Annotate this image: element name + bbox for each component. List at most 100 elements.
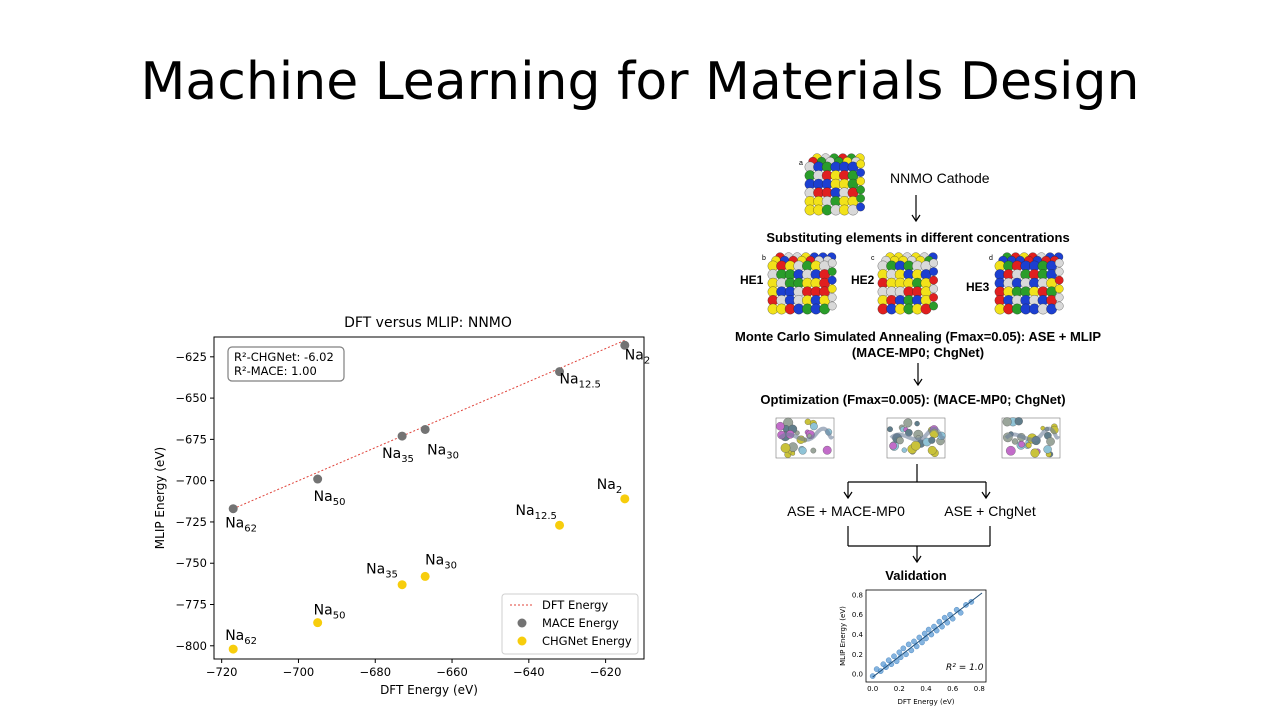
he1-label: HE1 bbox=[740, 273, 764, 287]
point-label: Na50 bbox=[314, 603, 346, 622]
y-tick-label: −775 bbox=[175, 598, 207, 612]
he1-crystal-image bbox=[767, 252, 837, 315]
nnmo-crystal-image bbox=[804, 153, 865, 216]
validation-point bbox=[905, 641, 912, 648]
point-label: Na30 bbox=[427, 442, 459, 461]
he3-label: HE3 bbox=[966, 280, 990, 294]
branch-connector bbox=[843, 464, 991, 500]
validation-x-tick-label: 0.6 bbox=[947, 685, 959, 693]
x-tick-label: −660 bbox=[436, 665, 468, 679]
he2-crystal-image bbox=[877, 252, 938, 315]
x-axis-label: DFT Energy (eV) bbox=[380, 683, 478, 697]
validation-x-tick-label: 0.2 bbox=[894, 685, 905, 693]
point-label: Na2 bbox=[625, 347, 650, 366]
x-tick-label: −620 bbox=[590, 665, 622, 679]
point-label: Na12.5 bbox=[560, 372, 601, 391]
mace-point bbox=[313, 474, 323, 484]
r2-chgnet-text: R²-CHGNet: -6.02 bbox=[234, 350, 334, 364]
branch-mace-label: ASE + MACE-MP0 bbox=[787, 503, 905, 519]
validation-point bbox=[896, 649, 903, 656]
validation-point bbox=[941, 614, 948, 621]
validation-point bbox=[928, 631, 935, 638]
validation-fit-line bbox=[872, 592, 983, 678]
chgnet-point bbox=[397, 580, 407, 590]
arrow-down-icon bbox=[911, 195, 921, 223]
validation-y-tick-label: 0.0 bbox=[852, 671, 863, 679]
panel-letter-a: a bbox=[799, 160, 803, 167]
validation-point bbox=[936, 618, 943, 625]
validation-r2-label: R² = 1.0 bbox=[946, 663, 984, 673]
validation-y-tick-label: 0.8 bbox=[852, 591, 863, 599]
validation-y-axis-label: MLIP Energy (eV) bbox=[839, 606, 847, 666]
he2-label: HE2 bbox=[851, 273, 875, 287]
x-tick-label: −720 bbox=[206, 665, 238, 679]
y-axis-label: MLIP Energy (eV) bbox=[153, 447, 167, 549]
y-tick-label: −700 bbox=[175, 474, 207, 488]
mace-point bbox=[620, 340, 630, 350]
chgnet-point bbox=[555, 520, 565, 530]
chgnet-point bbox=[313, 618, 323, 628]
validation-x-tick-label: 0.0 bbox=[867, 685, 878, 693]
relaxed-structure-image bbox=[1001, 417, 1061, 459]
r2-mace-text: R²-MACE: 1.00 bbox=[234, 364, 317, 378]
validation-y-tick-label: 0.4 bbox=[852, 631, 864, 639]
plot-frame bbox=[213, 336, 645, 660]
dft-fit-line bbox=[232, 339, 626, 510]
chart-title: DFT versus MLIP: NNMO bbox=[344, 315, 512, 331]
chgnet-point bbox=[420, 571, 430, 581]
merge-connector bbox=[847, 526, 991, 564]
validation-point bbox=[869, 673, 876, 679]
optimization-label: Optimization (Fmax=0.005): (MACE-MP0; Ch… bbox=[760, 392, 1066, 407]
relaxed-structure-image bbox=[775, 417, 835, 459]
monte-carlo-label-line2: (MACE-MP0; ChgNet) bbox=[851, 345, 985, 360]
validation-point bbox=[900, 645, 907, 652]
mace-point bbox=[420, 424, 430, 434]
point-label: Na30 bbox=[425, 552, 457, 571]
legend-mace-label: MACE Energy bbox=[542, 616, 619, 630]
mace-point bbox=[228, 504, 238, 514]
he3-crystal-image bbox=[994, 252, 1064, 315]
x-tick-label: −680 bbox=[359, 665, 391, 679]
dft-vs-mlip-chart: DFT versus MLIP: NNMO −720 −700 −680 −660 −6… bbox=[153, 315, 650, 697]
point-label: Na35 bbox=[366, 562, 398, 581]
validation-x-tick-label: 0.4 bbox=[920, 685, 932, 693]
validation-point bbox=[957, 609, 964, 616]
x-tick-label: −700 bbox=[283, 665, 315, 679]
y-tick-label: −750 bbox=[175, 556, 207, 570]
mace-point bbox=[397, 431, 407, 441]
validation-y-tick-label: 0.6 bbox=[852, 611, 864, 619]
validation-x-tick-label: 0.8 bbox=[974, 685, 985, 693]
point-label: Na12.5 bbox=[516, 503, 557, 522]
point-label: Na2 bbox=[597, 477, 622, 496]
nnmo-cathode-label: NNMO Cathode bbox=[890, 170, 990, 186]
validation-point bbox=[919, 639, 925, 646]
relaxed-structure-image bbox=[886, 417, 946, 459]
panel-letter-b: b bbox=[762, 255, 766, 262]
validation-point bbox=[925, 626, 932, 633]
validation-point bbox=[885, 657, 892, 664]
slide-title: Machine Learning for Materials Design bbox=[140, 52, 1140, 112]
point-label: Na62 bbox=[225, 628, 257, 647]
legend-chgnet-swatch bbox=[517, 636, 527, 646]
mace-point bbox=[555, 367, 565, 377]
monte-carlo-label-line1: Monte Carlo Simulated Annealing (Fmax=0.… bbox=[735, 329, 1101, 344]
substituting-label: Substituting elements in different conce… bbox=[766, 230, 1070, 245]
validation-point bbox=[916, 634, 923, 641]
point-label: Na62 bbox=[225, 516, 257, 535]
point-label: Na35 bbox=[382, 446, 414, 465]
y-tick-label: −650 bbox=[175, 391, 207, 405]
panel-letter-d: d bbox=[989, 255, 993, 262]
validation-x-axis-label: DFT Energy (eV) bbox=[897, 698, 954, 706]
point-label: Na50 bbox=[314, 489, 346, 508]
panel-letter-c: c bbox=[871, 255, 875, 262]
legend-chgnet-label: CHGNet Energy bbox=[542, 634, 632, 648]
validation-y-tick-label: 0.2 bbox=[852, 651, 863, 659]
x-tick-label: −640 bbox=[513, 665, 545, 679]
y-tick-label: −800 bbox=[175, 639, 207, 653]
r2-annotation-box: R²-CHGNet: -6.02 R²-MACE: 1.00 bbox=[227, 346, 345, 382]
chgnet-point bbox=[228, 644, 238, 654]
validation-point bbox=[911, 638, 917, 645]
y-tick-label: −675 bbox=[175, 432, 207, 446]
validation-point bbox=[931, 623, 937, 630]
